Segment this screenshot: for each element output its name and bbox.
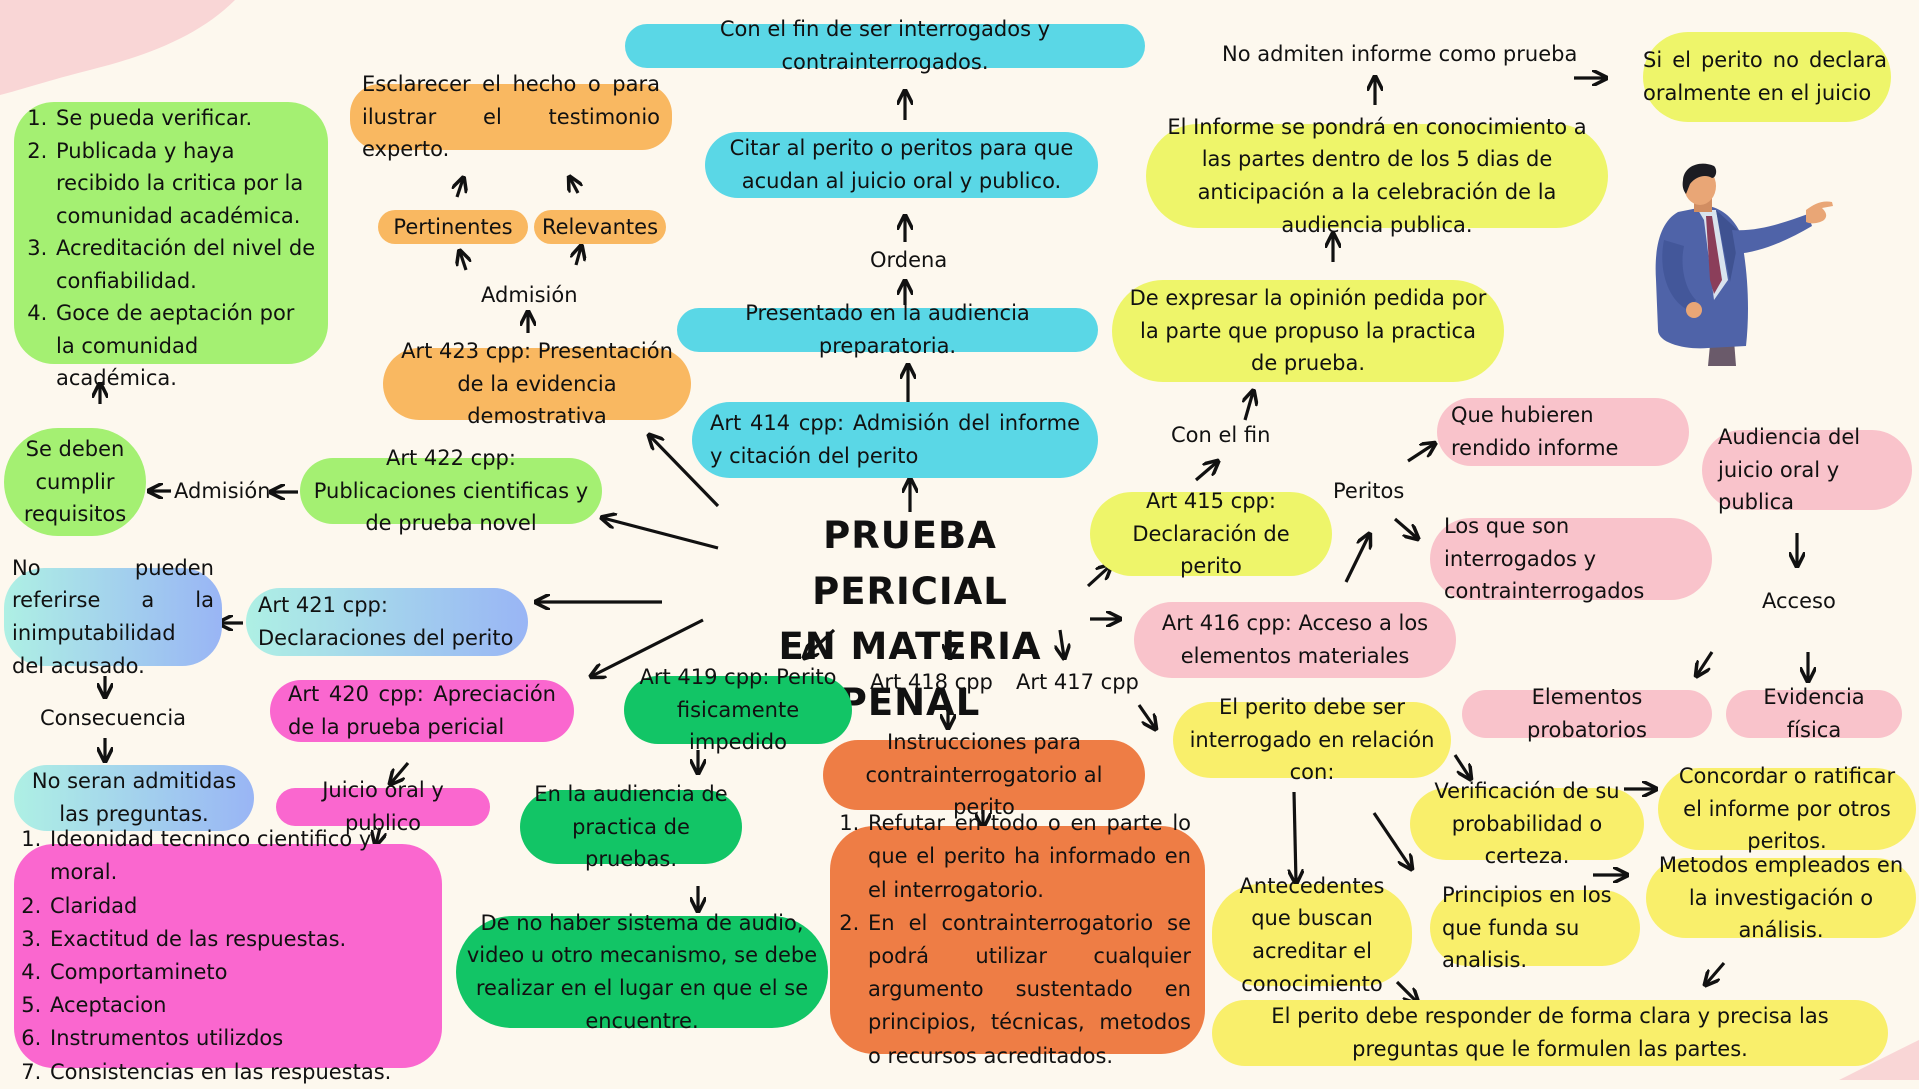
art414-node: Art 414 cpp: Admisión del informe y cita…: [692, 402, 1098, 478]
presenter-illustration: [1655, 163, 1833, 366]
con-fin-label: Con el fin: [1171, 423, 1271, 447]
si-perito-node: Si el perito no declara oralmente en el …: [1643, 32, 1891, 122]
consecuencia-label: Consecuencia: [40, 706, 187, 730]
refutar-item: En el contrainterrogatorio se podrá util…: [866, 907, 1191, 1073]
no-haber-node: De no haber sistema de audio, video u ot…: [456, 911, 828, 1033]
responder-node: El perito debe responder de forma clara …: [1212, 1000, 1888, 1066]
interrogados2-node: Los que son interrogados y contrainterro…: [1430, 514, 1712, 603]
elementos-node: Elementos probatorios: [1462, 685, 1712, 742]
no-pueden-node: No pueden referirse a la inimputabilidad…: [4, 556, 222, 678]
main-title-line2: EN MATERIA PENAL: [778, 625, 1042, 724]
peritos-label: Peritos: [1333, 479, 1405, 503]
requisitos-list: Se pueda verificar. Publicada y haya rec…: [26, 102, 316, 395]
esclarecer-node: Esclarecer el hecho o para ilustrar el t…: [350, 72, 672, 161]
antecedentes-node: Antecedentes que buscan acreditar el con…: [1212, 874, 1412, 996]
metodos-node: Metodos empleados en la investigación o …: [1646, 853, 1916, 942]
requisito-item: Publicada y haya recibido la critica por…: [54, 135, 316, 233]
relevantes-node: Relevantes: [534, 210, 666, 244]
requisitos-node: Se pueda verificar. Publicada y haya rec…: [14, 102, 328, 390]
criterio-item: Comportamineto: [48, 956, 436, 989]
main-title: PRUEBA PERICIAL EN MATERIA PENAL: [720, 508, 1100, 730]
expresar-node: De expresar la opinión pedida por la par…: [1112, 280, 1504, 382]
no-seran-node: No seran admitidas las preguntas.: [14, 765, 254, 831]
art419-node: Art 419 cpp: Perito fisicamente impedido: [624, 665, 852, 754]
refutar-list: Refutar en todo o en parte lo que el per…: [844, 807, 1191, 1072]
admision-left-label: Admisión: [174, 479, 271, 503]
corner-blob-bottom-right: [1839, 1040, 1919, 1080]
refutar-item: Refutar en todo o en parte lo que el per…: [866, 807, 1191, 907]
main-title-line1: PRUEBA PERICIAL: [812, 514, 1008, 613]
art421-node: Art 421 cpp: Declaraciones del perito: [246, 588, 528, 656]
se-deben-node: Se deben cumplir requisitos: [4, 428, 146, 536]
art422-node: Art 422 cpp: Publicaciones cientificas y…: [300, 446, 602, 535]
verificacion-node: Verificación de su probabilidad o certez…: [1410, 779, 1644, 868]
concordar-node: Concordar o ratificar el informe por otr…: [1658, 764, 1916, 853]
criterio-item: Claridad: [48, 890, 436, 923]
art418-label: Art 418 cpp: [870, 670, 993, 694]
debe-ser-node: El perito debe ser interrogado en relaci…: [1173, 695, 1451, 784]
criterio-item: Instrumentos utilizdos: [48, 1022, 436, 1055]
art416-node: Art 416 cpp: Acceso a los elementos mate…: [1134, 602, 1456, 678]
requisito-item: Se pueda verificar.: [54, 102, 316, 135]
criterio-item: Exactitud de las respuestas.: [48, 923, 436, 956]
no-admiten-label: No admiten informe como prueba: [1222, 42, 1578, 66]
acceso-label: Acceso: [1762, 589, 1836, 613]
ordena-label: Ordena: [870, 248, 948, 272]
corner-blob-top-left: [0, 0, 235, 95]
criterios-node: Ideonidad tecninco cientifico y moral. C…: [14, 827, 442, 1084]
refutar-node: Refutar en todo o en parte lo que el per…: [830, 811, 1205, 1068]
art423-node: Art 423 cpp: Presentación de la evidenci…: [383, 339, 691, 428]
informe-node: El Informe se pondrá en conocimiento a l…: [1146, 115, 1608, 237]
admision-top-label: Admisión: [481, 283, 578, 307]
criterios-list: Ideonidad tecninco cientifico y moral. C…: [20, 823, 436, 1088]
requisito-item: Goce de aeptación por la comunidad acadé…: [54, 297, 316, 395]
art417-label: Art 417 cpp: [1016, 670, 1139, 694]
instrucciones-node: Instrucciones para contrainterrogatorio …: [823, 730, 1145, 819]
evidencia-node: Evidencia física: [1726, 685, 1902, 742]
juicio-oral-node: Juicio oral y publico: [276, 778, 490, 835]
audiencia-juicio-node: Audiencia del juicio oral y publica: [1702, 425, 1912, 514]
interrogados-node: Con el fin de ser interrogados y contrai…: [625, 17, 1145, 74]
criterio-item: Aceptacion: [48, 989, 436, 1022]
criterio-item: Ideonidad tecninco cientifico y moral.: [48, 823, 436, 889]
requisito-item: Acreditación del nivel de confiabilidad.: [54, 232, 316, 297]
presentado-node: Presentado en la audiencia preparatoria.: [677, 301, 1098, 358]
art420-node: Art 420 cpp: Apreciación de la prueba pe…: [270, 680, 574, 742]
citar-node: Citar al perito o peritos para que acuda…: [705, 132, 1098, 198]
criterio-item: Consistencias en las respuestas.: [48, 1056, 436, 1089]
rendido-node: Que hubieren rendido informe: [1437, 398, 1689, 466]
pertinentes-node: Pertinentes: [378, 210, 528, 244]
principios-node: Principios en los que funda su analisis.: [1430, 883, 1640, 972]
audiencia-pruebas-node: En la audiencia de practica de pruebas.: [520, 782, 742, 871]
art415-node: Art 415 cpp: Declaración de perito: [1090, 489, 1332, 578]
